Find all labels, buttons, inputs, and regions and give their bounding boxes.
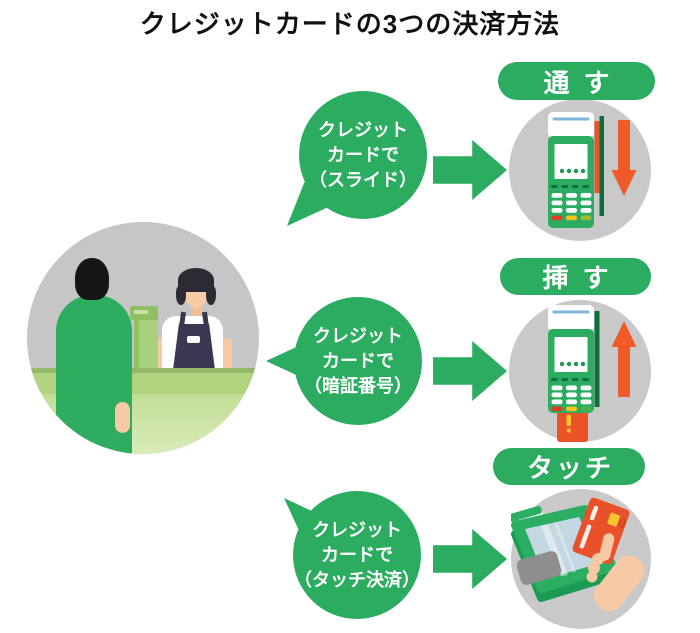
- bubble-line: クレジット: [313, 325, 403, 346]
- bubble-line: （暗証番号）: [304, 375, 412, 396]
- hand-icon: [586, 533, 645, 612]
- bubble-line: カードで: [322, 350, 394, 371]
- keypad: [551, 385, 592, 405]
- tap-terminal-illustration: [511, 497, 645, 612]
- arrow-up-icon: [611, 321, 637, 397]
- cashier-hair-curl: [176, 286, 186, 305]
- bubble-line: クレジット: [312, 519, 402, 540]
- bubble-line: クレジット: [318, 119, 408, 140]
- customer-hand: [115, 402, 130, 433]
- arrow-right-icon: [433, 529, 507, 589]
- swipe-terminal-illustration: [548, 112, 637, 228]
- method-label-swipe: 通す: [498, 62, 655, 100]
- bubble-line: カードで: [327, 144, 399, 165]
- arrow-right-icon: [433, 140, 507, 200]
- swiping-card-icon: [594, 121, 600, 193]
- apron-pocket: [187, 336, 200, 343]
- bubble-line: （タッチ決済）: [294, 569, 420, 590]
- terminal-printer: [516, 551, 562, 585]
- bubble-line: （スライド）: [309, 169, 417, 190]
- checkout-scene: [27, 222, 259, 454]
- speech-bubble-tap: クレジット カードで （タッチ決済）: [293, 491, 421, 619]
- payment-terminal-icon: [548, 112, 604, 228]
- cashier-arm: [223, 338, 232, 370]
- insert-terminal-illustration: [548, 305, 637, 442]
- payment-terminal-icon: [548, 305, 600, 442]
- card-slot-rail: [594, 311, 600, 407]
- arrow-down-icon: [611, 120, 637, 196]
- bubble-line: カードで: [321, 544, 393, 565]
- customer-hair: [75, 258, 109, 300]
- speech-bubble-insert: クレジット カードで （暗証番号）: [294, 297, 422, 425]
- page-title: クレジットカードの3つの決済方法: [139, 9, 561, 39]
- card-chip: [607, 512, 620, 527]
- function-keys: [551, 378, 589, 381]
- cashier-hair-curl: [206, 286, 216, 305]
- terminal-screen: [554, 144, 588, 179]
- speech-bubble-swipe: クレジット カードで （スライド）: [299, 91, 427, 219]
- credit-card-icon: [572, 497, 630, 565]
- counter-edge: [27, 368, 259, 373]
- register-body: [134, 320, 158, 374]
- keypad: [551, 193, 592, 213]
- contactless-icon: [618, 518, 626, 529]
- method-label-tap: タッチ: [493, 448, 645, 485]
- arrow-right-icon: [433, 341, 507, 401]
- function-keys: [551, 185, 589, 188]
- card-chip: [566, 415, 571, 426]
- cashier-neck: [191, 304, 201, 318]
- method-label-insert: 挿す: [500, 258, 651, 295]
- register-display: [130, 306, 158, 320]
- cashier-apron: [173, 324, 215, 370]
- terminal-screen: [554, 337, 588, 372]
- card-slot-rail: [599, 116, 604, 216]
